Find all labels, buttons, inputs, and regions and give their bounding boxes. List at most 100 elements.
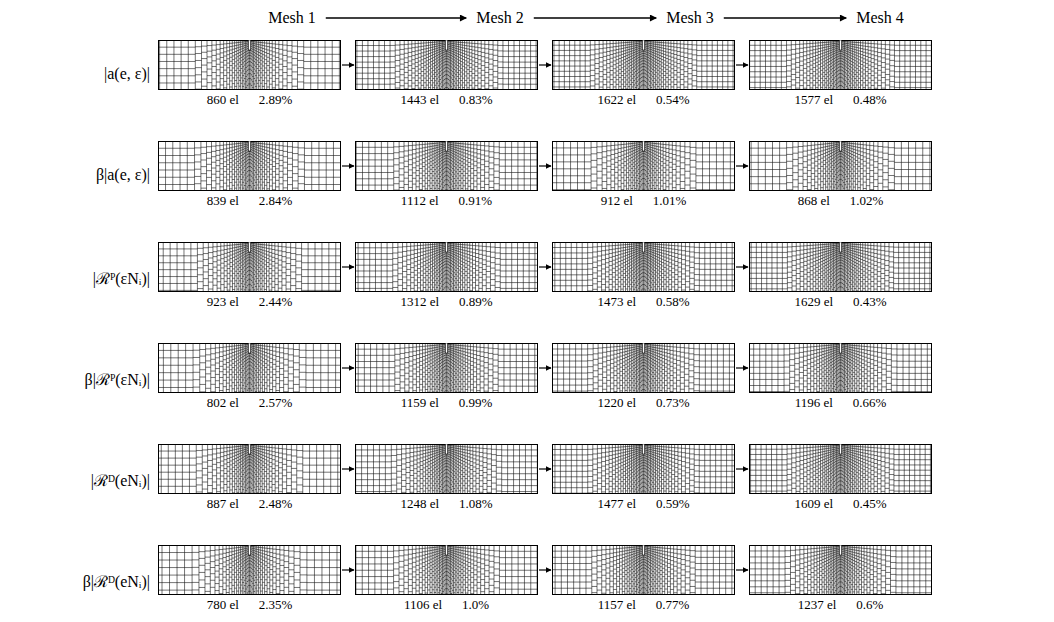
crack-notch (839, 343, 841, 353)
mesh-lines (355, 545, 538, 595)
mesh-panel: 1577 el0.48% (749, 40, 932, 108)
refinement-arrow (736, 468, 748, 469)
element-count: 1248 el (400, 496, 439, 512)
mesh-frame (749, 545, 932, 595)
element-count: 1196 el (795, 395, 833, 411)
error-value: 0.48% (853, 92, 887, 108)
refinement-arrow (539, 266, 551, 267)
mesh-lines (355, 40, 538, 90)
mesh-caption: 1609 el0.45% (749, 496, 932, 512)
element-count: 780 el (207, 597, 239, 613)
error-value: 1.0% (462, 597, 489, 613)
column-header: Mesh 3 (666, 9, 714, 27)
mesh-lines (158, 242, 341, 292)
error-value: 0.6% (856, 597, 883, 613)
mesh-frame (355, 545, 538, 595)
mesh-panel: 1159 el 0.99% (355, 343, 538, 411)
mesh-frame (355, 141, 538, 191)
mesh-lines (158, 141, 340, 191)
crack-notch (445, 444, 447, 454)
crack-notch (642, 40, 644, 50)
error-value: 0.99% (459, 395, 493, 411)
element-count: 860 el (207, 92, 239, 108)
crack-notch (642, 343, 644, 353)
error-value: 0.59% (656, 496, 690, 512)
crack-notch (445, 242, 447, 252)
crack-notch (642, 444, 644, 454)
column-header: Mesh 4 (856, 9, 904, 27)
refinement-arrow (342, 165, 354, 166)
element-count: 839 el (207, 193, 239, 209)
error-value: 0.89% (459, 294, 493, 310)
crack-notch (445, 40, 447, 50)
row-label: β|ℛᴰ(eNᵢ)| (83, 570, 150, 592)
mesh-frame (552, 444, 735, 494)
mesh-drawing (158, 444, 341, 494)
mesh-lines (749, 343, 932, 393)
mesh-panel: 1112 el 0.91% (355, 141, 538, 209)
mesh-lines (158, 343, 341, 393)
mesh-drawing (552, 343, 735, 393)
mesh-panel: 868 el1.02% (749, 141, 932, 209)
error-value: 0.91% (459, 193, 493, 209)
mesh-border (553, 243, 735, 292)
mesh-border (159, 344, 341, 393)
element-count: 1157 el (598, 597, 636, 613)
element-count: 923 el (207, 294, 239, 310)
mesh-lines (355, 141, 538, 191)
mesh-panel: 1443 el0.83% (355, 40, 538, 108)
refinement-arrow (342, 468, 354, 469)
mesh-frame (552, 141, 735, 191)
crack-notch (642, 141, 644, 151)
mesh-frame (749, 141, 932, 191)
error-value: 0.83% (459, 92, 493, 108)
mesh-caption: 1220 el0.73% (552, 395, 735, 411)
error-value: 0.77% (656, 597, 690, 613)
mesh-frame (749, 242, 932, 292)
error-value: 2.89% (259, 92, 293, 108)
mesh-lines (749, 444, 932, 494)
crack-notch (839, 545, 841, 555)
mesh-border (356, 344, 538, 393)
error-value: 2.48% (259, 496, 293, 512)
crack-notch (839, 444, 841, 454)
mesh-caption: 1473 el0.58% (552, 294, 735, 310)
element-count: 1622 el (597, 92, 636, 108)
element-count: 1159 el (401, 395, 439, 411)
row-label: |ℛᴾ(εNᵢ)| (93, 267, 150, 289)
mesh-caption: 860 el 2.89% (158, 92, 341, 108)
mesh-lines (158, 444, 341, 494)
mesh-caption: 912 el1.01% (552, 193, 735, 209)
mesh-border (356, 142, 538, 191)
mesh-lines (552, 444, 735, 494)
mesh-border (159, 243, 341, 292)
element-count: 1112 el (401, 193, 439, 209)
mesh-frame (158, 444, 341, 494)
mesh-panel: 1106 el1.0% (355, 545, 538, 613)
mesh-panel: 887 el2.48% (158, 444, 341, 512)
sequence-arrow (534, 17, 656, 18)
mesh-border (356, 243, 538, 292)
mesh-border (553, 41, 735, 90)
mesh-drawing (355, 40, 538, 90)
mesh-lines (158, 545, 341, 595)
mesh-drawing (749, 242, 932, 292)
crack-notch (839, 242, 841, 252)
mesh-drawing (158, 40, 341, 90)
mesh-panel: 1248 el1.08% (355, 444, 538, 512)
mesh-frame (158, 40, 341, 90)
mesh-lines (552, 343, 735, 393)
error-value: 2.84% (259, 193, 293, 209)
mesh-panel: 839 el 2.84% (158, 141, 341, 209)
mesh-frame (749, 40, 932, 90)
mesh-caption: 1237 el0.6% (749, 597, 932, 613)
mesh-frame (552, 40, 735, 90)
mesh-border (356, 546, 538, 595)
mesh-drawing (158, 242, 341, 292)
element-count: 802 el (207, 395, 239, 411)
mesh-lines (552, 242, 735, 292)
error-value: 1.01% (653, 193, 687, 209)
refinement-arrow (539, 64, 551, 65)
mesh-caption: 923 el2.44% (158, 294, 341, 310)
